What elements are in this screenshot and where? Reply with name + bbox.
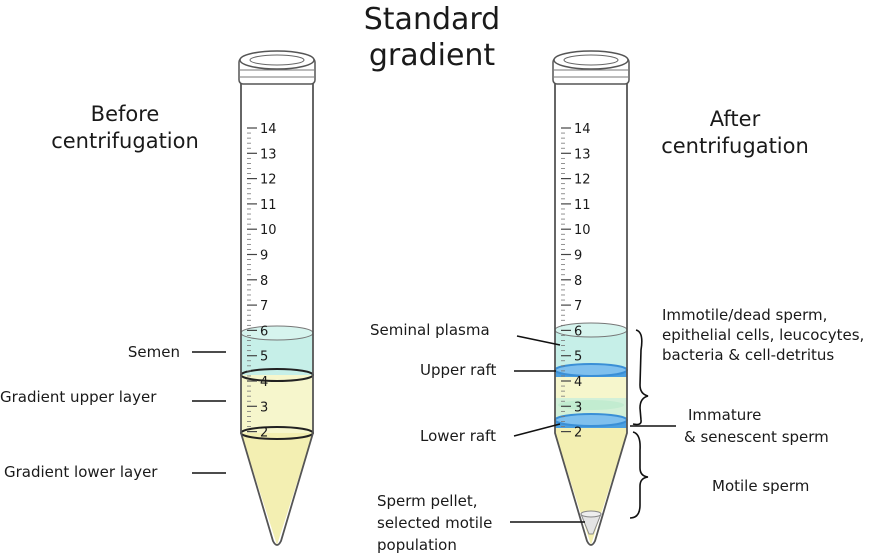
gradient-upper-label: Gradient upper layer xyxy=(0,388,157,406)
gradient-lower-layer xyxy=(241,433,313,545)
before-scale-label-5: 5 xyxy=(260,350,268,365)
before-scale-label-7: 7 xyxy=(260,299,268,314)
upper-raft-band xyxy=(554,363,628,377)
after-scale-label-3: 3 xyxy=(574,400,582,415)
before-scale-label-8: 8 xyxy=(260,274,268,289)
tube-after: 14 13 12 11 10 9 8 7 6 5 4 3 2 xyxy=(552,50,630,546)
seminal-plasma-leader xyxy=(516,335,561,346)
after-scale-label-4: 4 xyxy=(574,375,582,390)
before-scale-label-10: 10 xyxy=(260,223,277,238)
after-scale-label-14: 14 xyxy=(574,122,591,137)
motile-bracket xyxy=(629,431,649,519)
scale-ticks-before: 14 13 12 11 10 9 8 7 6 5 4 3 2 xyxy=(247,122,277,441)
before-heading-line-1: Before xyxy=(90,102,160,126)
after-scale-label-11: 11 xyxy=(574,198,591,213)
after-scale-label-6: 6 xyxy=(574,324,582,339)
tube-before-outline xyxy=(240,82,314,546)
immotile-label-line-2: epithelial cells, leucocytes, xyxy=(662,326,865,344)
pellet-label-line-1: Sperm pellet, xyxy=(377,492,478,510)
after-scale-label-9: 9 xyxy=(574,249,582,264)
before-scale-label-9: 9 xyxy=(260,249,268,264)
pellet-label: Sperm pellet, selected motile population xyxy=(377,490,492,556)
seminal-plasma-label: Seminal plasma xyxy=(370,321,490,339)
lower-raft-label: Lower raft xyxy=(420,427,496,445)
before-scale-label-3: 3 xyxy=(260,400,268,415)
immotile-label-line-1: Immotile/dead sperm, xyxy=(662,306,828,324)
upper-raft-label: Upper raft xyxy=(420,361,497,379)
after-scale-label-12: 12 xyxy=(574,173,591,188)
after-scale-label-5: 5 xyxy=(574,350,582,365)
semen-label: Semen xyxy=(127,343,180,361)
pellet-label-line-3: population xyxy=(377,536,457,554)
before-scale-label-11: 11 xyxy=(260,198,277,213)
title-line-2: gradient xyxy=(368,38,496,73)
after-heading-line-2: centrifugation xyxy=(661,134,809,158)
after-heading: After centrifugation xyxy=(640,106,830,160)
gradient-upper-layer xyxy=(241,375,313,433)
immotile-label-line-3: bacteria & cell-detritus xyxy=(662,346,835,364)
after-scale-label-8: 8 xyxy=(574,274,582,289)
pellet-label-line-2: selected motile xyxy=(377,514,493,532)
before-heading: Before centrifugation xyxy=(40,101,210,155)
lower-raft-band xyxy=(554,413,628,427)
before-scale-label-13: 13 xyxy=(260,147,277,162)
title-line-1: Standard xyxy=(363,2,501,37)
motile-label: Motile sperm xyxy=(712,477,810,495)
immotile-bracket xyxy=(632,329,649,426)
before-scale-label-2: 2 xyxy=(260,426,268,441)
before-scale-label-4: 4 xyxy=(260,375,268,390)
before-scale-label-12: 12 xyxy=(260,173,277,188)
diagram-title: Standard gradient xyxy=(312,2,552,74)
before-heading-line-2: centrifugation xyxy=(51,129,199,153)
immature-label-line-2: & senescent sperm xyxy=(684,428,829,446)
immotile-label: Immotile/dead sperm, epithelial cells, l… xyxy=(662,305,864,365)
after-scale-label-7: 7 xyxy=(574,299,582,314)
after-scale-label-2: 2 xyxy=(574,426,582,441)
scale-ticks-after: 14 13 12 11 10 9 8 7 6 5 4 3 2 xyxy=(561,122,591,441)
immature-label: Immature & senescent sperm xyxy=(684,404,829,448)
after-scale-label-10: 10 xyxy=(574,223,591,238)
tube-after-outline xyxy=(554,82,628,546)
immature-label-line-1: Immature xyxy=(688,406,762,424)
gradient-lower-label: Gradient lower layer xyxy=(4,463,158,481)
lower-raft-leader xyxy=(513,423,561,437)
after-heading-line-1: After xyxy=(709,107,761,131)
after-scale-label-13: 13 xyxy=(574,147,591,162)
before-scale-label-6: 6 xyxy=(260,324,268,339)
tube-before: 14 13 12 11 10 9 8 7 6 5 4 3 2 xyxy=(238,50,316,546)
before-scale-label-14: 14 xyxy=(260,122,277,137)
